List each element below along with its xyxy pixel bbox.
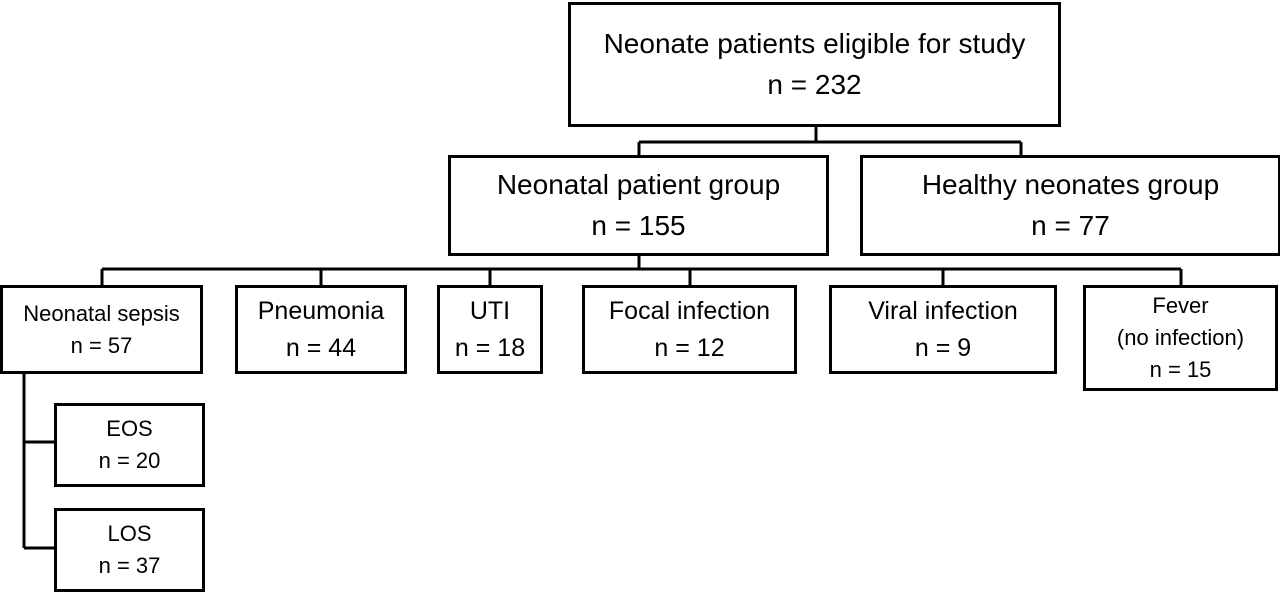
box-los-count: n = 37 xyxy=(98,553,161,578)
box-uti-title: UTI xyxy=(469,297,511,326)
box-healthy-neonates-group-count: n = 77 xyxy=(1031,209,1110,241)
box-neonatal-patient-group-title: Neonatal patient group xyxy=(496,168,781,200)
box-neonatal-sepsis-title: Neonatal sepsis xyxy=(23,300,180,326)
box-neonatal-sepsis-count: n = 57 xyxy=(70,332,133,358)
box-neonatal-patient-group: Neonatal patient group n = 155 xyxy=(448,155,829,256)
box-viral-infection-count: n = 9 xyxy=(914,333,972,362)
box-fever-subtitle: (no infection) xyxy=(1116,325,1245,351)
box-eos-count: n = 20 xyxy=(98,448,161,473)
box-los: LOS n = 37 xyxy=(54,508,205,592)
box-uti: UTI n = 18 xyxy=(437,285,543,374)
box-fever-title: Fever xyxy=(1152,293,1209,319)
box-focal-infection: Focal infection n = 12 xyxy=(582,285,797,374)
box-eligible-patients-title: Neonate patients eligible for study xyxy=(603,27,1026,59)
box-pneumonia-count: n = 44 xyxy=(285,333,357,362)
box-focal-infection-title: Focal infection xyxy=(608,297,771,326)
box-healthy-neonates-group: Healthy neonates group n = 77 xyxy=(860,155,1280,256)
box-los-title: LOS xyxy=(107,521,152,547)
box-eos-title: EOS xyxy=(106,416,153,442)
box-viral-infection-title: Viral infection xyxy=(868,297,1018,326)
box-focal-infection-count: n = 12 xyxy=(654,333,725,362)
box-healthy-neonates-group-title: Healthy neonates group xyxy=(921,168,1220,200)
box-viral-infection: Viral infection n = 9 xyxy=(829,285,1057,374)
box-fever-count: n = 15 xyxy=(1149,356,1212,382)
box-neonatal-sepsis: Neonatal sepsis n = 57 xyxy=(0,285,203,374)
box-neonatal-patient-group-count: n = 155 xyxy=(591,209,686,241)
box-uti-count: n = 18 xyxy=(454,333,526,362)
box-pneumonia: Pneumonia n = 44 xyxy=(235,285,407,374)
box-pneumonia-title: Pneumonia xyxy=(257,297,385,326)
box-eligible-patients: Neonate patients eligible for study n = … xyxy=(568,2,1061,127)
box-eligible-patients-count: n = 232 xyxy=(767,68,862,100)
box-eos: EOS n = 20 xyxy=(54,403,205,487)
box-fever: Fever (no infection) n = 15 xyxy=(1083,285,1278,391)
